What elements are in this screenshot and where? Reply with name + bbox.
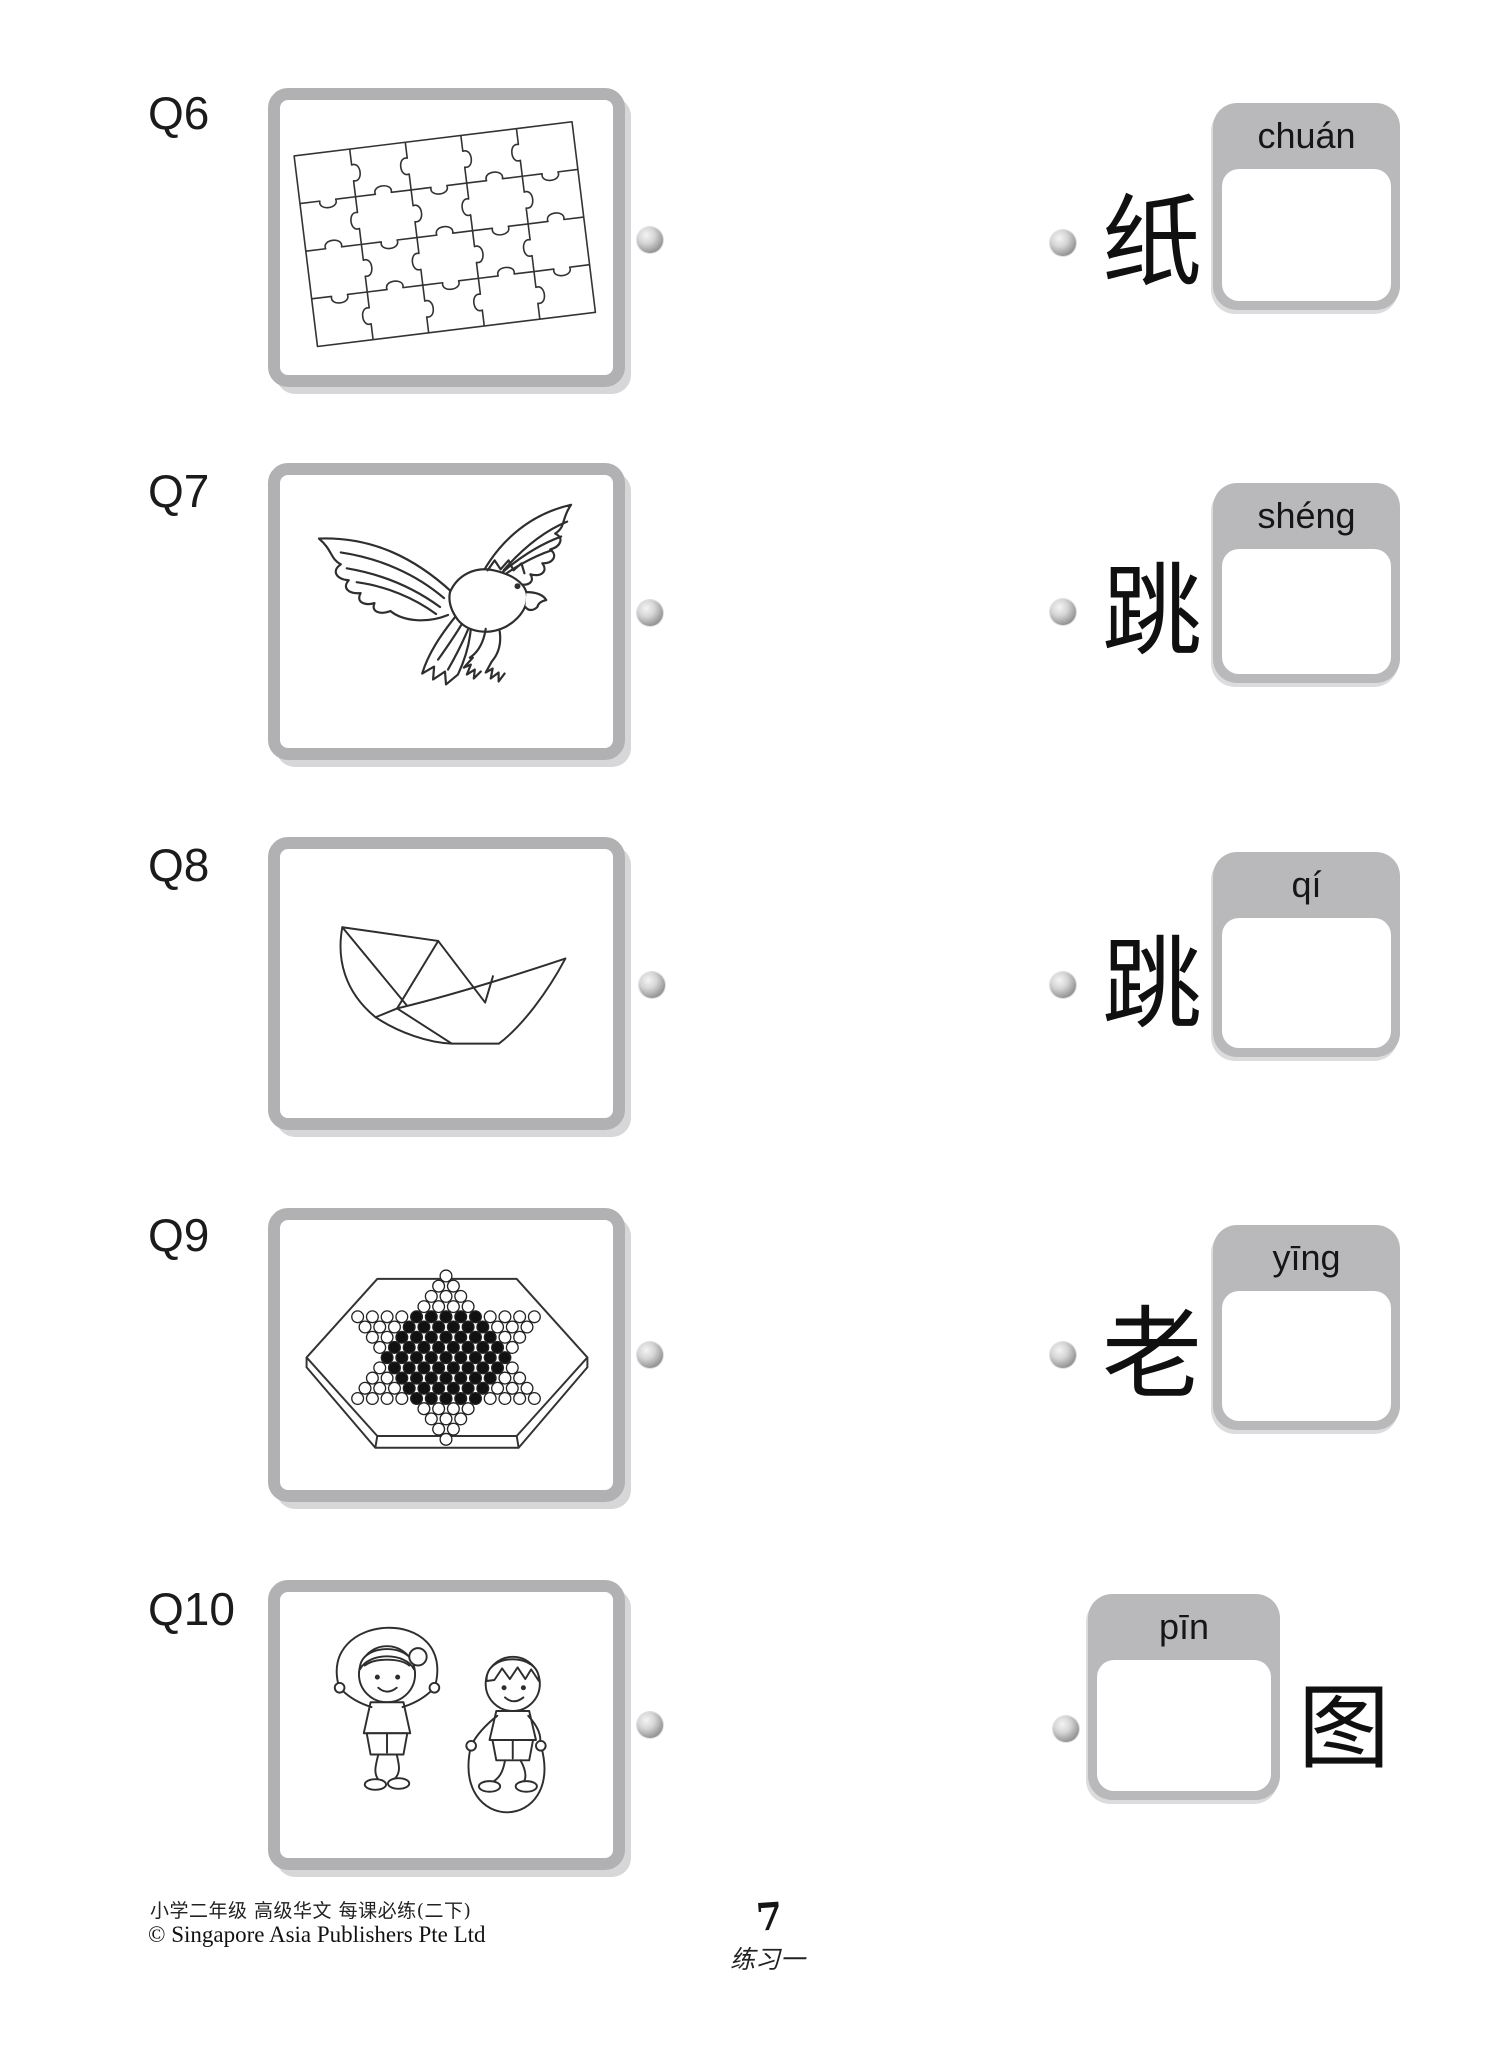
- question-number: Q8: [148, 839, 210, 891]
- answer-box: shéng: [1213, 483, 1400, 683]
- answer-blank[interactable]: [1222, 1291, 1391, 1421]
- match-dot-picture[interactable]: [637, 1712, 663, 1738]
- answer-box: pīn: [1088, 1594, 1280, 1800]
- match-dot-picture[interactable]: [639, 972, 665, 998]
- match-dot-answer[interactable]: [1050, 972, 1076, 998]
- footer-series-title: 小学二年级 高级华文 每课必练(二下): [150, 1900, 472, 1922]
- question-number: Q6: [148, 87, 210, 139]
- picture-box-paper-boat: [268, 837, 625, 1130]
- match-dot-answer[interactable]: [1050, 1342, 1076, 1368]
- question-number: Q10: [148, 1583, 235, 1635]
- match-dot-answer[interactable]: [1050, 599, 1076, 625]
- pinyin-label: pīn: [1158, 1606, 1210, 1647]
- question-number: Q9: [148, 1209, 210, 1261]
- question-number: Q7: [148, 465, 210, 517]
- chinese-character: 图: [1297, 1675, 1390, 1782]
- pinyin-label: chuán: [1257, 115, 1356, 156]
- answer-box: qí: [1213, 852, 1400, 1057]
- exercise-label: 练习一: [730, 1945, 806, 1974]
- picture-box-children-skipping-rope: [268, 1580, 625, 1870]
- chinese-character: 老: [1102, 1296, 1202, 1413]
- footer-copyright: © Singapore Asia Publishers Pte Ltd: [148, 1922, 486, 1947]
- chinese-character: 跳: [1102, 553, 1202, 670]
- match-dot-answer[interactable]: [1053, 1716, 1079, 1742]
- jigsaw-puzzle-image: [293, 120, 597, 348]
- children-skipping-rope-image: [333, 1626, 547, 1814]
- match-dot-picture[interactable]: [637, 600, 663, 626]
- pinyin-label: shéng: [1257, 495, 1356, 536]
- page-number: 7: [754, 1893, 784, 1940]
- answer-blank[interactable]: [1097, 1660, 1271, 1791]
- picture-box-jigsaw-puzzle: [268, 88, 625, 387]
- match-dot-picture[interactable]: [637, 1342, 663, 1368]
- pinyin-label: yīng: [1272, 1237, 1341, 1278]
- picture-box-chinese-checkers: [268, 1208, 625, 1502]
- answer-blank[interactable]: [1222, 169, 1391, 301]
- match-dot-answer[interactable]: [1050, 230, 1076, 256]
- paper-boat-image: [339, 926, 567, 1045]
- chinese-character: 纸: [1102, 184, 1202, 301]
- answer-blank[interactable]: [1222, 549, 1391, 674]
- flying-eagle-image: [317, 503, 573, 686]
- chinese-checkers-image: [305, 1269, 589, 1449]
- match-dot-picture[interactable]: [637, 227, 663, 253]
- answer-box: chuán: [1213, 103, 1400, 310]
- answer-box: yīng: [1213, 1225, 1400, 1430]
- pinyin-label: qí: [1291, 864, 1322, 905]
- answer-blank[interactable]: [1222, 918, 1391, 1048]
- picture-box-flying-eagle: [268, 463, 625, 760]
- chinese-character: 跳: [1102, 926, 1202, 1043]
